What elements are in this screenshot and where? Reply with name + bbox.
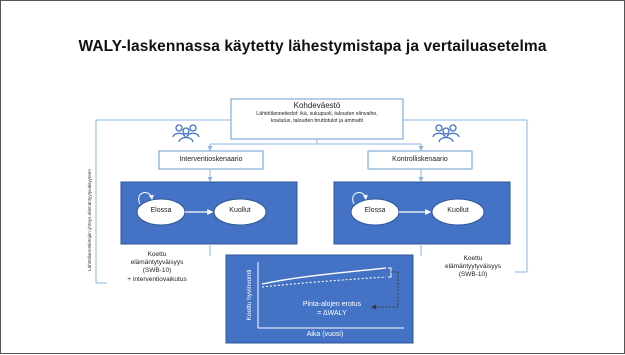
result-annotation: Pinta-alojen erotus = ΔWALY bbox=[282, 300, 382, 318]
control-scenario-label: Kontrolliskenaario bbox=[392, 156, 448, 163]
intervention-scenario-label: Interventioskenaario bbox=[179, 156, 243, 163]
control-self-loop bbox=[352, 192, 368, 205]
slide-title: WALY-laskennassa käytetty lähestymistapa… bbox=[78, 38, 547, 55]
people-group-icon bbox=[172, 124, 200, 143]
intervention-self-loop bbox=[138, 192, 154, 205]
intervention-alive-label: Elossa bbox=[150, 207, 172, 214]
control-dead-state bbox=[431, 198, 485, 226]
result-pointer-line bbox=[371, 271, 399, 310]
vertical-note: Lähtötilannetietojen yhteys elämäntyytyv… bbox=[87, 169, 92, 271]
control-alive-label: Elossa bbox=[364, 207, 386, 214]
control-dead-label: Kuollut bbox=[447, 207, 469, 214]
intervention-dead-label: Kuollut bbox=[229, 207, 251, 214]
intervention-outcome-line-3: (SWB-10) bbox=[142, 267, 172, 275]
control-outcome-line-3: (SWB-10) bbox=[458, 271, 488, 279]
intervention-outcome-label: Koettu elämäntytyväisyys (SWB-10) + inte… bbox=[108, 251, 206, 284]
result-x-label: Aika (vuosi) bbox=[306, 331, 344, 338]
result-y-label: Koettu hyvinvointi bbox=[246, 269, 253, 321]
result-control-curve bbox=[261, 276, 387, 288]
people-group-icon bbox=[432, 124, 460, 143]
control-scenario-box bbox=[367, 150, 473, 170]
intervention-outcome-line-1: Koettu bbox=[147, 251, 167, 258]
control-outcome-label: Koettu elämäntyytyväisyys (SWB-10) bbox=[424, 255, 522, 280]
result-annotation-line-2: = ΔWALY bbox=[317, 310, 347, 317]
target-population-detail-1: Lähtötilannetiedot: ikä, sukupuoli, talo… bbox=[256, 111, 378, 117]
control-outcome-line-2: elämäntyytyväisyys bbox=[445, 263, 501, 271]
result-annotation-line-1: Pinta-alojen erotus bbox=[302, 301, 362, 308]
intervention-dead-state bbox=[213, 198, 267, 226]
target-population: Kohdeväestö Lähtötilannetiedot: ikä, suk… bbox=[231, 99, 403, 139]
target-population-title: Kohdeväestö bbox=[293, 101, 341, 110]
intervention-outcome-line-2: elämäntytyväisyys bbox=[130, 259, 184, 267]
target-population-detail-2: koulutus, talouden bruttotulot ja ammatt… bbox=[271, 117, 363, 124]
result-intervention-curve bbox=[261, 267, 387, 285]
right-feedback-connector bbox=[403, 119, 528, 273]
control-outcome-line-1: Koettu bbox=[463, 255, 483, 262]
connector-target-to-scenarios bbox=[207, 139, 424, 151]
left-feedback-connector bbox=[95, 119, 231, 284]
intervention-outcome-line-4: + interventiovaikutus bbox=[127, 275, 187, 283]
intervention-scenario-box bbox=[158, 150, 264, 170]
